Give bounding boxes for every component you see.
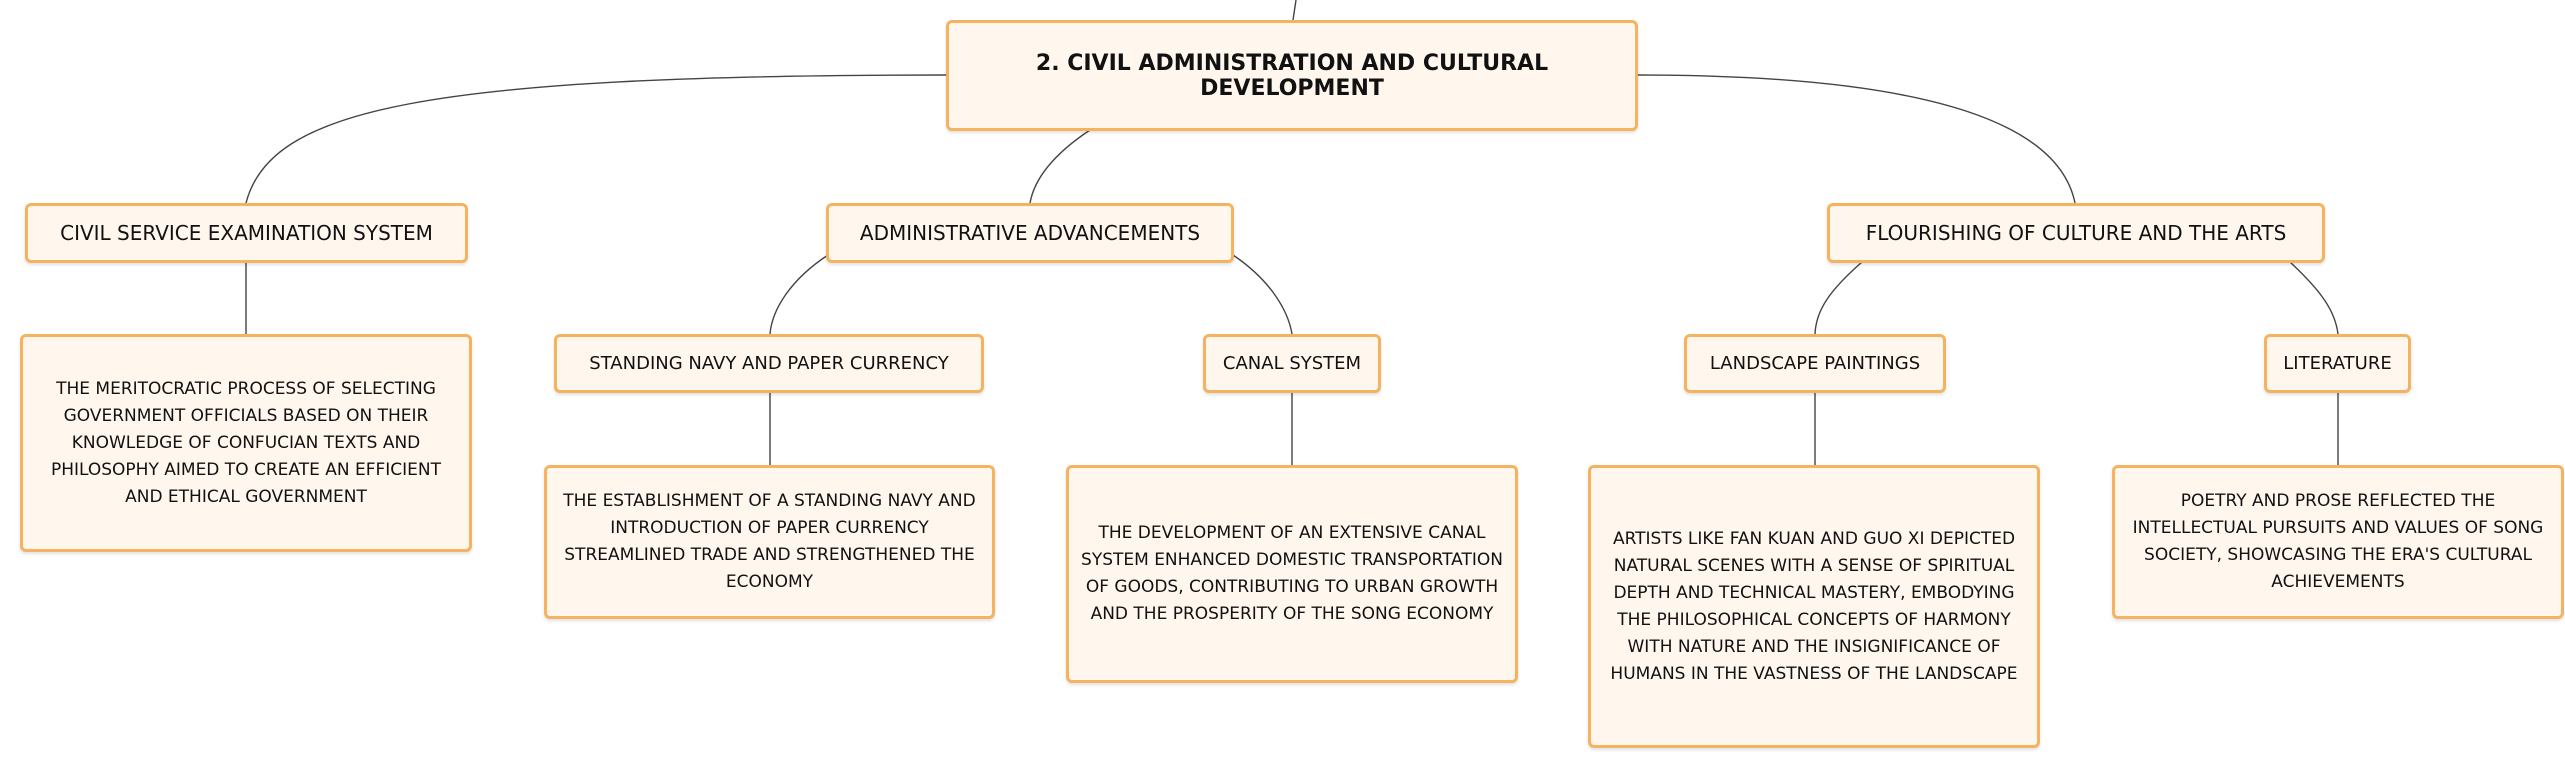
sub-canal-system[interactable]: CANAL SYSTEM	[1203, 334, 1381, 393]
desc-landscape-paintings[interactable]: ARTISTS LIKE FAN KUAN AND GUO XI DEPICTE…	[1588, 465, 2040, 748]
sub-standing-navy-paper-currency[interactable]: STANDING NAVY AND PAPER CURRENCY	[554, 334, 984, 393]
connector-admin-canal	[1232, 254, 1293, 335]
desc-civil-service-examination[interactable]: THE MERITOCRATIC PROCESS OF SELECTING GO…	[20, 334, 472, 552]
desc-canal-system[interactable]: THE DEVELOPMENT OF AN EXTENSIVE CANAL SY…	[1066, 465, 1518, 683]
connector-root-culture	[1636, 74, 2076, 204]
connector-parent-root	[1292, 0, 1297, 21]
branch-civil-service-examination[interactable]: CIVIL SERVICE EXAMINATION SYSTEM	[25, 203, 468, 263]
connector-admin-navy	[769, 254, 829, 335]
desc-standing-navy-paper-currency[interactable]: THE ESTABLISHMENT OF A STANDING NAVY AND…	[544, 465, 995, 619]
desc-literature[interactable]: POETRY AND PROSE REFLECTED THE INTELLECT…	[2112, 465, 2564, 619]
root-node-title[interactable]: 2. CIVIL ADMINISTRATION AND CULTURAL DEV…	[946, 20, 1638, 131]
branch-administrative-advancements[interactable]: ADMINISTRATIVE ADVANCEMENTS	[826, 203, 1234, 263]
connector-root-civil-service	[245, 74, 947, 204]
branch-flourishing-culture-arts[interactable]: FLOURISHING OF CULTURE AND THE ARTS	[1827, 203, 2325, 263]
connector-culture-landscape	[1814, 261, 1863, 335]
sub-literature[interactable]: LITERATURE	[2264, 334, 2411, 393]
connector-culture-literature	[2289, 261, 2339, 335]
connector-root-administrative	[1029, 129, 1091, 204]
sub-landscape-paintings[interactable]: LANDSCAPE PAINTINGS	[1684, 334, 1946, 393]
